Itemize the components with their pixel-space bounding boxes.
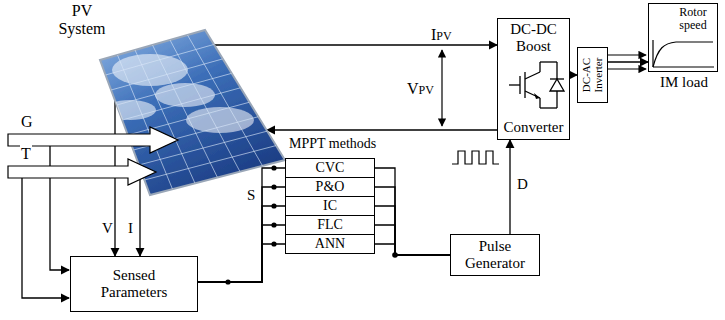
cell-grid — [144, 146, 276, 180]
cloud-reflection — [155, 83, 215, 107]
node-text: Pulse Generator — [459, 238, 531, 272]
speed-curve — [653, 40, 714, 67]
node-text: DC-DC Boost — [503, 21, 565, 55]
inverter-box: DC-AC Inverter — [577, 47, 608, 103]
connector — [198, 225, 285, 282]
connector — [267, 129, 497, 130]
igbt-symbol — [509, 62, 564, 108]
node-text: IM load — [643, 74, 725, 91]
cell-grid — [128, 102, 250, 135]
phase-line — [608, 54, 646, 55]
signal-label: IPV — [430, 26, 453, 44]
connector — [608, 61, 648, 62]
voltage-arrow — [441, 50, 442, 126]
group-heading: MPPT methods — [288, 136, 377, 151]
connector — [214, 44, 497, 45]
connector — [375, 244, 450, 255]
signal-label: D — [516, 176, 529, 193]
switch-label: S — [246, 187, 256, 204]
node-text: ANN — [315, 236, 345, 252]
cloud-reflection — [104, 100, 156, 120]
connector — [198, 206, 285, 282]
connector — [570, 74, 577, 75]
signal-label: VPV — [406, 80, 435, 98]
phase-line — [608, 68, 646, 69]
node-text: CVC — [316, 160, 345, 176]
cell-grid — [188, 35, 263, 166]
connector — [509, 140, 510, 234]
method-box: P&O — [285, 177, 375, 197]
node-text: IC — [323, 198, 337, 214]
switch-contacts — [225, 165, 397, 284]
connector — [375, 225, 450, 255]
emitter-arrow — [534, 93, 540, 99]
node-text: DC-AC Inverter — [581, 49, 604, 101]
cell-grid — [106, 44, 214, 75]
irradiance-arrow — [8, 127, 178, 153]
cell-grid — [170, 40, 240, 172]
converter-box: DC-DC BoostConverter — [497, 18, 570, 140]
node-text: P&O — [316, 179, 345, 195]
irradiance-wire — [50, 146, 69, 270]
temperature-wire — [22, 178, 69, 298]
pulse-train-symbol — [452, 151, 499, 164]
connector — [198, 168, 285, 282]
process-box: Sensed Parameters — [70, 256, 198, 312]
cell-grid — [111, 59, 223, 90]
connector — [375, 168, 450, 255]
node-text: Rotor speed — [672, 6, 714, 33]
node-text: Converter — [504, 119, 564, 136]
input-label: G — [20, 113, 34, 131]
input-label: T — [20, 145, 32, 163]
method-box: FLC — [285, 215, 375, 235]
node-text: FLC — [317, 217, 343, 233]
motor-load-box: Rotor speedIM load — [648, 3, 718, 72]
connector — [375, 206, 450, 255]
method-box: CVC — [285, 158, 375, 178]
connector — [375, 187, 450, 255]
cloud-reflection — [186, 107, 254, 133]
node-text: Sensed Parameters — [88, 267, 180, 301]
signal-label: V — [101, 220, 114, 237]
pv-panel-picture — [100, 28, 290, 198]
cell-grid — [122, 88, 240, 120]
method-box: ANN — [285, 234, 375, 254]
pv-panel: PV System — [100, 28, 290, 198]
temperature-arrow — [8, 159, 156, 185]
method-box: IC — [285, 196, 375, 216]
connector — [198, 244, 285, 282]
process-box: Pulse Generator — [450, 234, 540, 276]
signal-label: I — [127, 220, 134, 237]
node-text: PV System — [52, 2, 112, 38]
connector — [198, 187, 285, 282]
connector — [139, 168, 140, 256]
cell-grid — [117, 73, 232, 105]
